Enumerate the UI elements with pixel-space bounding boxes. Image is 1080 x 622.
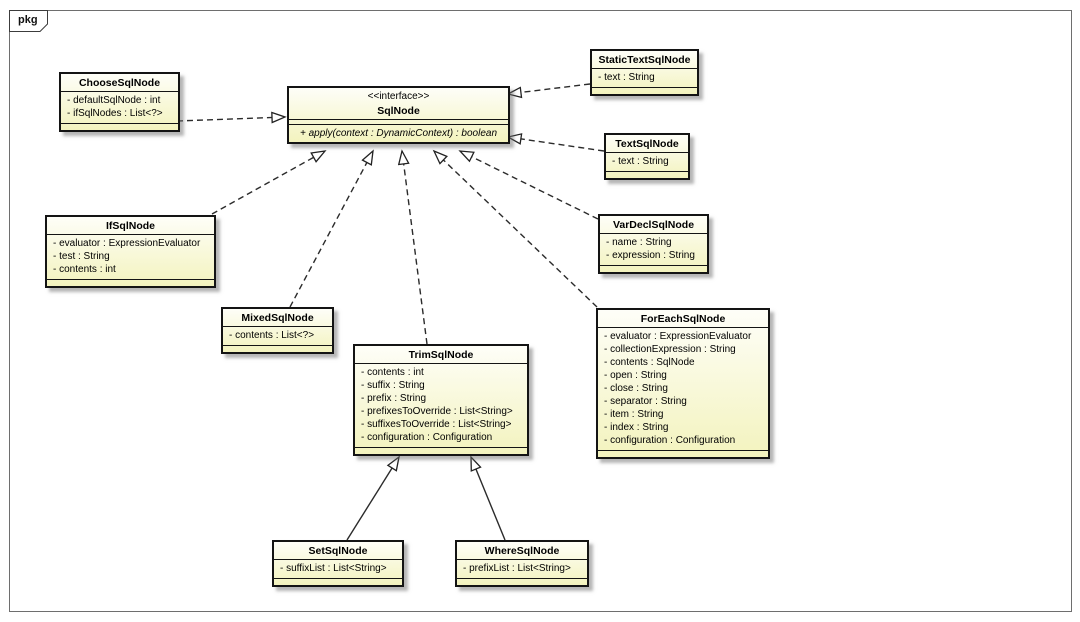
attribute: - index : String [604, 422, 669, 433]
class-name: SetSqlNode [308, 545, 368, 557]
class-name: VarDeclSqlNode [612, 219, 695, 231]
relation-textsqlnode-implements-sqlnode [506, 133, 605, 152]
attribute: - contents : int [53, 264, 116, 275]
methods-compartment-empty [47, 279, 214, 286]
relation-foreachsqlnode-implements-sqlnode [432, 149, 598, 308]
method: + apply(context : DynamicContext) : bool… [299, 128, 498, 139]
class-name: IfSqlNode [106, 220, 155, 232]
class-name: MixedSqlNode [241, 312, 314, 324]
methods-compartment-empty [61, 123, 178, 130]
class-vardeclsqlnode[interactable]: VarDeclSqlNode - name : String - express… [598, 214, 709, 274]
attribute: - prefixesToOverride : List<String> [361, 406, 513, 417]
attribute: - suffix : String [361, 380, 425, 391]
attribute: - ifSqlNodes : List<?> [67, 108, 163, 119]
class-sqlnode-interface[interactable]: <<interface>> SqlNode + apply(context : … [287, 86, 510, 144]
class-statictextsqlnode[interactable]: StaticTextSqlNode - text : String [590, 49, 699, 96]
attribute: - contents : List<?> [229, 330, 315, 341]
attribute: - prefixList : List<String> [463, 563, 571, 574]
relation-mixedsqlnode-implements-sqlnode [289, 149, 374, 308]
methods-compartment-empty [592, 87, 697, 94]
class-name: WhereSqlNode [484, 545, 560, 557]
package-label: pkg [18, 14, 38, 26]
class-setsqlnode[interactable]: SetSqlNode - suffixList : List<String> [272, 540, 404, 587]
attribute: - defaultSqlNode : int [67, 95, 161, 106]
package-frame [9, 10, 1072, 612]
methods-compartment-empty [274, 578, 402, 585]
relation-vardeclsqlnode-implements-sqlnode [458, 150, 599, 220]
attribute: - evaluator : ExpressionEvaluator [604, 331, 752, 342]
attribute: - test : String [53, 251, 110, 262]
class-name: StaticTextSqlNode [598, 54, 691, 66]
attribute: - suffixList : List<String> [280, 563, 387, 574]
methods-compartment-empty [600, 265, 707, 272]
class-trimsqlnode[interactable]: TrimSqlNode - contents : int - suffix : … [353, 344, 529, 456]
class-textsqlnode[interactable]: TextSqlNode - text : String [604, 133, 690, 180]
attribute: - text : String [598, 72, 655, 83]
class-name: ForEachSqlNode [640, 313, 726, 325]
methods-compartment-empty [457, 578, 587, 585]
class-foreachsqlnode[interactable]: ForEachSqlNode - evaluator : ExpressionE… [596, 308, 770, 459]
attribute: - suffixesToOverride : List<String> [361, 419, 512, 430]
attribute: - collectionExpression : String [604, 344, 736, 355]
attribute: - configuration : Configuration [604, 435, 736, 446]
class-name: TextSqlNode [615, 138, 679, 150]
relation-choosesqlnode-implements-sqlnode [176, 111, 287, 124]
attribute: - text : String [612, 156, 669, 167]
relation-statictextsqlnode-implements-sqlnode [506, 83, 591, 99]
methods-compartment-empty [598, 450, 768, 457]
class-wheresqlnode[interactable]: WhereSqlNode - prefixList : List<String> [455, 540, 589, 587]
package-tab [9, 10, 48, 32]
relation-wheresqlnode-extends-trimsqlnode [470, 455, 506, 541]
attribute: - contents : int [361, 367, 424, 378]
attribute: - open : String [604, 370, 667, 381]
attribute: - configuration : Configuration [361, 432, 493, 443]
relation-ifsqlnode-implements-sqlnode [211, 150, 327, 215]
attribute: - expression : String [606, 250, 695, 261]
class-name: TrimSqlNode [408, 349, 474, 361]
attribute: - item : String [604, 409, 664, 420]
class-name: SqlNode [377, 105, 420, 117]
class-name: ChooseSqlNode [78, 77, 161, 89]
methods-compartment-empty [355, 447, 527, 454]
attribute: - name : String [606, 237, 672, 248]
methods-compartment-empty [223, 345, 332, 352]
class-stereotype: <<interface>> [367, 91, 430, 102]
attribute: - prefix : String [361, 393, 427, 404]
methods-compartment-empty [606, 171, 688, 178]
attribute: - evaluator : ExpressionEvaluator [53, 238, 201, 249]
class-mixedsqlnode[interactable]: MixedSqlNode - contents : List<?> [221, 307, 334, 354]
class-ifsqlnode[interactable]: IfSqlNode - evaluator : ExpressionEvalua… [45, 215, 216, 288]
attribute: - separator : String [604, 396, 687, 407]
relation-setsqlnode-extends-trimsqlnode [346, 455, 400, 541]
relation-trimsqlnode-implements-sqlnode [397, 149, 428, 345]
attribute: - contents : SqlNode [604, 357, 695, 368]
attributes-compartment-empty [289, 119, 508, 124]
class-choosesqlnode[interactable]: ChooseSqlNode - defaultSqlNode : int - i… [59, 72, 180, 132]
attribute: - close : String [604, 383, 668, 394]
